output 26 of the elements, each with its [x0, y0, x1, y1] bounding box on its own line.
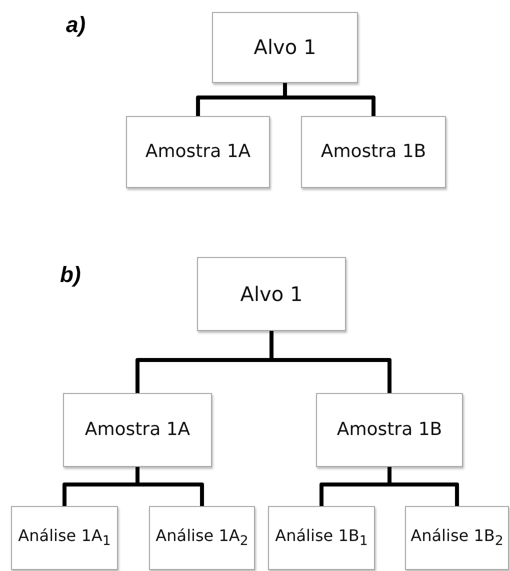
connector-line [270, 331, 392, 393]
connector-line [136, 467, 204, 506]
process-box [268, 506, 375, 570]
process-box [316, 393, 463, 467]
panel-label: a) [66, 12, 86, 38]
box-text: Alvo 1 [240, 282, 303, 306]
panel-label: b) [60, 262, 81, 288]
process-box [405, 506, 509, 570]
process-box [63, 393, 212, 467]
box-text: Amostra 1A [145, 142, 251, 162]
box-text: Análise 1B$_{2}$ [410, 526, 504, 550]
process-box [149, 506, 255, 570]
process-box [11, 506, 118, 570]
process-box [126, 116, 270, 188]
box-text: Análise 1A$_{1}$ [18, 526, 111, 550]
box-text: Amostra 1B [320, 142, 426, 162]
process-box [301, 116, 446, 188]
connector-line [388, 467, 459, 506]
process-box [212, 12, 358, 83]
box-text: Alvo 1 [254, 36, 316, 59]
box-text: Análise 1B$_{1}$ [275, 526, 368, 550]
process-box [197, 257, 346, 331]
connector-line [283, 83, 376, 116]
box-text: Análise 1A$_{2}$ [156, 526, 248, 550]
box-text: Amostra 1B [336, 420, 442, 440]
box-text: Amostra 1A [84, 420, 190, 440]
